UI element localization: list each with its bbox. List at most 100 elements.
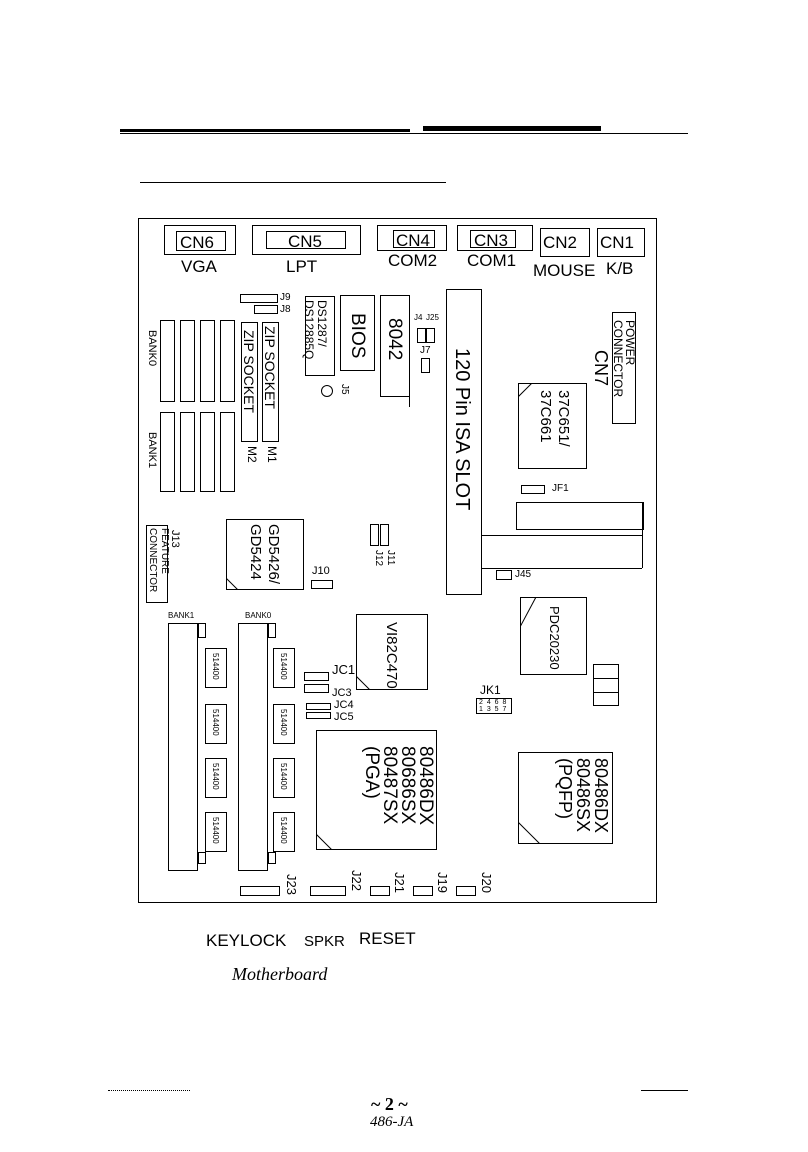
- cn5-connector: [252, 225, 361, 255]
- feature-label-2: CONNECTOR: [147, 528, 158, 593]
- j20-jumper: [456, 886, 476, 896]
- cpu-label-1: 80486DX: [415, 746, 436, 826]
- j22-jumper: [310, 886, 346, 896]
- j45-jumper: [496, 570, 512, 580]
- cn3-inner: [470, 230, 516, 248]
- isa-slot-label: 120 Pin ISA SLOT: [451, 348, 473, 511]
- cpu-pqfp: [518, 752, 613, 844]
- rtc-label-1: DS1287/: [315, 300, 329, 347]
- jc4-label: JC4: [334, 699, 354, 711]
- vga-controller-notch: [226, 578, 238, 590]
- j8-label: J8: [280, 304, 291, 315]
- bank1-dram-slot: [168, 623, 198, 871]
- jc1-jumper: [304, 672, 329, 681]
- chipset-notch: [356, 676, 370, 690]
- j9-label: J9: [280, 292, 291, 303]
- cn6-connector: [164, 225, 236, 255]
- bank1-simm-2: [180, 412, 195, 492]
- j13-label: J13: [169, 530, 181, 548]
- bank0-simm-2: [180, 320, 195, 402]
- jc1-label: JC1: [332, 662, 356, 677]
- cpu-pga-socket: [316, 730, 437, 850]
- pqfp-label-2: 80486SX: [573, 758, 593, 833]
- bank1-simm-4: [220, 412, 235, 492]
- bank1-label: BANK1: [146, 432, 158, 469]
- j5-label: J5: [339, 384, 350, 395]
- j9-jumper: [240, 294, 278, 303]
- bank0-dram-slot: [238, 623, 268, 871]
- power-label-2: CONNECTOR: [611, 320, 625, 398]
- j23-label: J23: [284, 874, 299, 895]
- bank0-simm-1: [160, 320, 175, 402]
- super-io-label-2: 37C661: [537, 390, 554, 443]
- bios-chip: [340, 295, 375, 371]
- dram-chip: 514400: [273, 812, 295, 852]
- com1-label: COM1: [467, 251, 517, 270]
- kbc-chip: [380, 295, 410, 397]
- header-rule-mid: [423, 126, 601, 131]
- pqfp-label-3: (PQFP): [555, 758, 575, 819]
- isa-lower-2: [482, 568, 642, 569]
- dram-chip: 514400: [205, 758, 227, 798]
- isa-lower-3: [642, 502, 643, 568]
- jc2-jumper: [304, 684, 329, 693]
- j22-label: J22: [349, 870, 364, 891]
- ide-controller-label: PDC20230: [547, 606, 562, 670]
- title-underline: [140, 182, 446, 183]
- zip-socket-label-2: ZIP SOCKET: [241, 330, 257, 413]
- kbc-label: 8042: [384, 318, 405, 361]
- ide-controller-chip: [520, 597, 587, 675]
- chipset-chip: [356, 614, 428, 690]
- cn2-label: CN2: [543, 233, 578, 252]
- jf1-header: [516, 502, 644, 530]
- j12-jumper: [380, 524, 389, 546]
- bios-label: BIOS: [347, 313, 368, 359]
- jf1-jumper: [521, 485, 545, 494]
- cpu-label-2: 80686SX: [397, 746, 418, 825]
- cn6-label: CN6: [180, 233, 215, 252]
- cn7-label: CN7: [591, 350, 611, 387]
- bank1-slot-tab: [198, 623, 206, 638]
- j10-jumper: [311, 580, 333, 589]
- ide-controller-notch: [520, 597, 536, 627]
- footer-rule-right: [641, 1090, 688, 1091]
- j8-jumper: [254, 305, 278, 314]
- rtc-label-2: DS12885Q: [302, 300, 316, 360]
- dram-chip: 514400: [273, 704, 295, 744]
- feature-connector: [146, 525, 168, 603]
- bank0-simm-4: [220, 320, 235, 402]
- j21-jumper: [370, 886, 390, 896]
- kb-label: K/B: [606, 259, 634, 278]
- header-block-line-1: [593, 678, 619, 679]
- bank0-label: BANK0: [146, 330, 158, 367]
- pqfp-label-1: 80486DX: [591, 758, 611, 834]
- vga-controller-label-1: GD5426/: [265, 524, 282, 585]
- vga-controller-chip: [226, 519, 304, 590]
- dram-chip: 514400: [273, 648, 295, 688]
- power-connector: [612, 312, 636, 424]
- j19-jumper: [413, 886, 433, 896]
- jc5-label: JC5: [334, 711, 354, 723]
- zip-socket-m2: [241, 322, 258, 442]
- page-number: ~ 2 ~: [371, 1094, 408, 1114]
- j10-label: J10: [312, 565, 330, 577]
- j7-label: J7: [420, 345, 431, 356]
- cn5-inner: [266, 231, 346, 249]
- bank0-simm-3: [200, 320, 215, 402]
- vga-label: VGA: [181, 257, 217, 276]
- dram-chip: 514400: [205, 648, 227, 688]
- bank1-slot-tab-bottom: [198, 852, 206, 864]
- jf1-label: JF1: [552, 483, 569, 494]
- jc5-jumper: [306, 712, 331, 719]
- j19-label: J19: [435, 872, 450, 893]
- com2-label: COM2: [388, 251, 438, 270]
- isa-lower-1: [482, 535, 642, 536]
- j12-label: J12: [373, 550, 384, 567]
- vga-controller-label-2: GD5424: [247, 524, 264, 580]
- model-name: 486-JA: [370, 1114, 414, 1130]
- header-block: [593, 664, 619, 706]
- jk1-pins-top: 2 4 6 8: [479, 699, 508, 706]
- feature-label-1: FEATURE: [159, 528, 170, 574]
- chipset-label: VI82C470: [383, 622, 400, 689]
- j11-jumper: [370, 524, 379, 546]
